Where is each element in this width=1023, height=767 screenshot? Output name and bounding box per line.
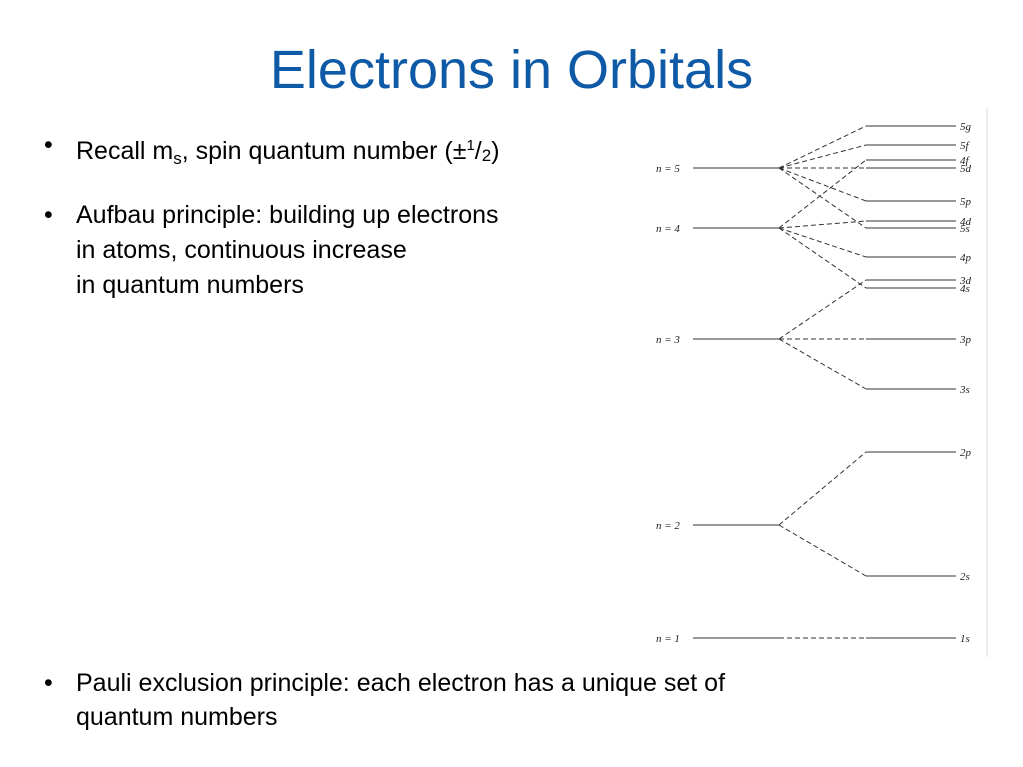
bullet-spin-quantum-number: • Recall ms, spin quantum number (±1/2) xyxy=(40,128,610,176)
orbital-label: 5f xyxy=(960,140,971,152)
orbital-label: 5p xyxy=(960,196,972,208)
orbital-label: 3s xyxy=(959,384,970,396)
subscript-s: s xyxy=(173,149,182,168)
shell-label: n = 2 xyxy=(656,520,680,532)
orbital-label: 2p xyxy=(960,447,972,459)
bullet-line: quantum numbers xyxy=(76,703,278,731)
shell-label: n = 1 xyxy=(656,633,680,645)
bottom-bullet-list: • Pauli exclusion principle: each electr… xyxy=(40,666,1000,734)
orbital-label: 5d xyxy=(960,163,972,175)
bullet-line: in quantum numbers xyxy=(76,271,304,299)
orbital-label: 5s xyxy=(960,223,970,235)
bullet-list: • Recall ms, spin quantum number (±1/2) … xyxy=(40,128,610,325)
orbital-label: 4d xyxy=(960,216,972,228)
denominator-two: 2 xyxy=(481,146,492,165)
bullet-line: Aufbau principle: building up electrons xyxy=(76,201,499,229)
bullet-dot: • xyxy=(44,201,53,229)
bullet-dot: • xyxy=(44,131,53,159)
fraction-slash: / xyxy=(474,137,482,165)
connector-dashed-line xyxy=(778,159,867,229)
connector-dashed-line xyxy=(778,167,867,229)
slide-title: Electrons in Orbitals xyxy=(269,40,754,100)
orbital-label: 2s xyxy=(960,571,970,583)
orbital-label: 4f xyxy=(960,155,971,167)
bullet-text: Recall ms, spin quantum number (±1/2) xyxy=(76,128,610,176)
connector-dashed-line xyxy=(778,144,867,169)
text-spin: , spin quantum number (± xyxy=(181,137,467,165)
shell-label: n = 4 xyxy=(656,223,680,235)
orbital-label: 5g xyxy=(960,121,972,133)
superscript-one: 1 xyxy=(466,137,475,154)
orbital-label: 1s xyxy=(960,633,970,645)
bullet-line: in atoms, continuous increase xyxy=(76,236,407,264)
bullet-aufbau-principle: • Aufbau principle: building up electron… xyxy=(40,198,610,303)
connector-dashed-line xyxy=(778,451,867,526)
shell-label: n = 5 xyxy=(656,163,680,175)
connector-dashed-line xyxy=(778,227,867,289)
connector-dashed-line xyxy=(778,227,867,258)
orbital-label: 3p xyxy=(959,334,972,346)
text-recall: Recall m xyxy=(76,137,174,165)
shell-label: n = 3 xyxy=(656,334,680,346)
connector-dashed-line xyxy=(778,220,867,229)
close-paren: ) xyxy=(491,137,500,165)
orbital-label: 4p xyxy=(960,252,972,264)
orbital-label: 3d xyxy=(959,275,972,287)
connector-dashed-line xyxy=(778,167,867,202)
bullet-dot: • xyxy=(44,669,53,697)
bullet-line: Pauli exclusion principle: each electron… xyxy=(76,669,726,697)
connector-dashed-line xyxy=(778,125,867,169)
connector-dashed-line xyxy=(778,279,867,340)
connector-dashed-line xyxy=(778,338,867,390)
orbital-label: 4s xyxy=(960,283,970,295)
connector-dashed-line xyxy=(778,524,867,577)
bullet-pauli-exclusion: • Pauli exclusion principle: each electr… xyxy=(40,666,1000,734)
